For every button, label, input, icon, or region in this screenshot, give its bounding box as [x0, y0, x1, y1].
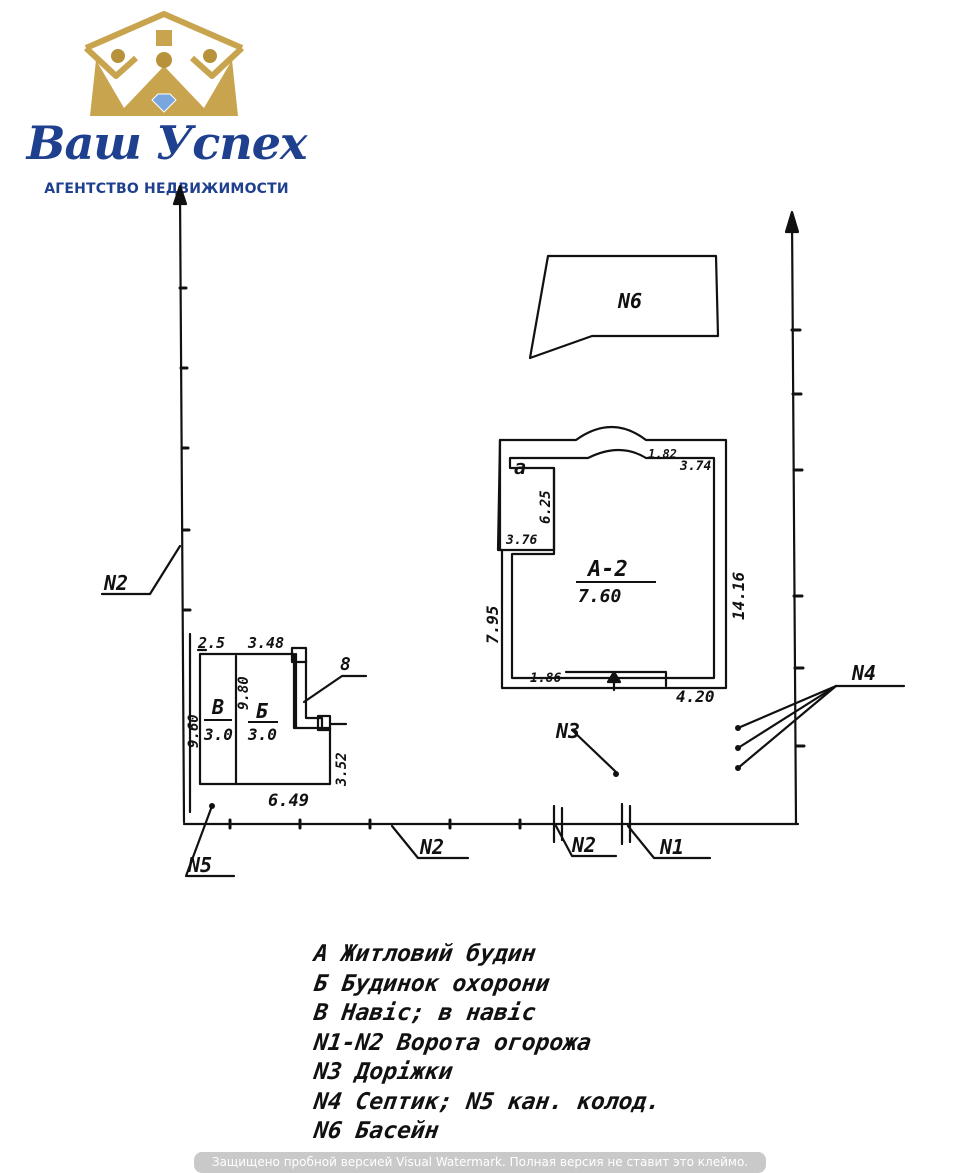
label-veranda-a: а	[514, 455, 526, 479]
boundary-right-line	[790, 214, 798, 826]
legend: А Житловий будин Б Будинок охорони В Нав…	[312, 940, 754, 1147]
legend-item-n4: N4 Септик; N5 кан. колод.	[312, 1088, 663, 1115]
dim-1-82: 1.82	[648, 447, 677, 461]
pool-n6-outline	[528, 254, 720, 360]
house-roof-outline	[84, 11, 244, 51]
logo-title: Ваш Успех	[26, 116, 308, 170]
legend-item-n6: N6 Басейн	[312, 1118, 441, 1144]
label-building-v: В	[211, 695, 224, 719]
callout-n2-gate: N2	[571, 833, 596, 857]
leader-n4-c	[736, 684, 838, 770]
leader-8	[302, 674, 368, 704]
building-b-inner-wall	[304, 658, 324, 732]
label-main-building: А-2	[586, 557, 628, 582]
main-building-outer	[496, 425, 728, 690]
label-building-v-sub: 3.0	[203, 725, 233, 744]
label-building-b-sub: 3.0	[247, 725, 277, 744]
boundary-left-line	[178, 190, 186, 824]
leader-n4-b	[736, 684, 838, 750]
legend-item-v: В Навіс; в навіс	[312, 1000, 538, 1026]
dim-9-80: 9.80	[236, 676, 252, 710]
crown-left-wing	[83, 45, 139, 79]
gate-n1-mark	[620, 802, 632, 846]
mark-8: 8	[340, 654, 351, 675]
dim-9-60: 9.60	[186, 714, 202, 748]
building-b-small-box-top	[290, 646, 308, 664]
entrance-arrowhead	[606, 670, 622, 684]
crown-house-icon	[83, 11, 245, 116]
legend-item-n1-n2: N1-N2 Ворота огорожа	[312, 1029, 593, 1056]
dim-2-5: 2.5	[197, 634, 225, 652]
boundary-ticks	[178, 286, 806, 830]
leader-n3	[570, 728, 618, 774]
agency-logo: Ваш Успех АГЕНТСТВО НЕДВИЖИМОСТИ	[24, 8, 309, 200]
building-b-small-box-bottom	[316, 714, 332, 732]
main-bottom-step	[564, 670, 668, 688]
callout-dots	[209, 725, 741, 809]
logo-subtitle: АГЕНТСТВО НЕДВИЖИМОСТИ	[44, 181, 289, 197]
crown-body	[90, 60, 238, 116]
boundary-right-arrow	[784, 210, 800, 234]
crown-jewel-left	[111, 49, 125, 63]
callout-n1-gate: N1	[659, 835, 684, 859]
leader-n2-gate	[554, 824, 618, 858]
leader-n2-bottom	[390, 824, 470, 860]
dim-7-95: 7.95	[483, 605, 502, 644]
callout-n2-bottom: N2	[419, 835, 444, 859]
crown-right-wing	[189, 45, 245, 79]
leader-n1-gate	[626, 824, 712, 860]
dim-3-48: 3.48	[247, 634, 284, 652]
main-building-inner	[508, 448, 716, 680]
veranda-a-outline	[498, 438, 556, 552]
dim-3-52: 3.52	[334, 752, 350, 787]
dim-14-16: 14.16	[729, 571, 748, 620]
dim-1-86: 1.86	[530, 671, 561, 686]
gate-n2-mark	[552, 804, 564, 844]
legend-item-a: А Житловий будин	[312, 941, 538, 967]
dim-6-49: 6.49	[268, 791, 309, 811]
watermark-banner: Защищено пробной версией Visual Watermar…	[194, 1152, 766, 1173]
legend-item-b: Б Будинок охорони	[312, 970, 552, 997]
callout-n3: N3	[555, 719, 580, 743]
dim-3-74: 3.74	[679, 459, 711, 474]
leader-n2-left	[100, 544, 182, 596]
house-window	[156, 30, 172, 46]
dim-6-25: 6.25	[538, 490, 554, 524]
label-building-b: Б	[256, 699, 269, 723]
label-pool-n6: N6	[617, 289, 642, 313]
boundary-left-arrow	[172, 184, 188, 206]
crown-jewel-center	[156, 52, 172, 68]
diamond-icon	[151, 93, 177, 113]
callout-n2-left: N2	[103, 571, 128, 595]
dim-3-76: 3.76	[505, 533, 537, 548]
legend-item-n3: N3 Доріжки	[312, 1059, 455, 1085]
callout-n4: N4	[851, 661, 876, 685]
crown-jewel-right	[203, 49, 217, 63]
leader-n5	[184, 804, 236, 878]
leader-n4-a	[736, 684, 838, 730]
callout-n5: N5	[187, 853, 212, 877]
label-main-building-sub: 7.60	[578, 586, 622, 607]
dim-4-20: 4.20	[676, 687, 715, 706]
